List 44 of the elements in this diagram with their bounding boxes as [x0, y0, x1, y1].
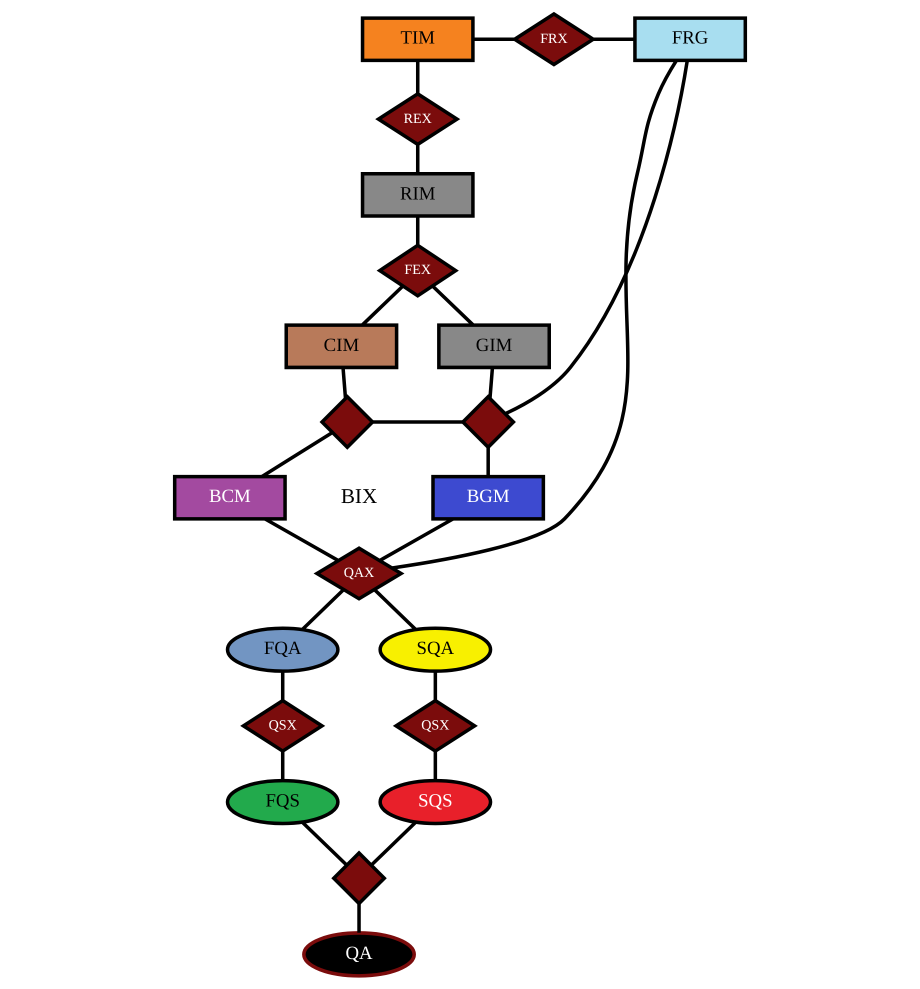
connector: [593, 37, 635, 41]
connector: [392, 59, 678, 570]
connector: [260, 430, 334, 478]
connector: [434, 670, 438, 700]
connector: [301, 820, 348, 866]
connector: [373, 588, 417, 630]
node-diamond: QSX: [240, 698, 326, 753]
node-box: FRG: [633, 16, 748, 62]
connector: [372, 420, 463, 424]
connector: [488, 366, 494, 398]
connector: [280, 750, 284, 780]
node-ellipse: SQS: [378, 778, 492, 825]
node-box: GIM: [437, 322, 551, 369]
connector: [486, 447, 490, 476]
node-ellipse: FQA: [226, 626, 340, 672]
node-diamond: [460, 394, 516, 450]
connector: [416, 144, 420, 173]
connector: [416, 60, 420, 94]
node-box: BCM: [172, 474, 287, 520]
node-diamond: FEX: [376, 242, 459, 298]
node-ellipse: SQA: [378, 626, 492, 672]
connector: [357, 903, 361, 932]
node-box: TIM: [360, 16, 475, 62]
node-box: RIM: [360, 171, 475, 218]
node-box: CIM: [284, 322, 398, 369]
node-diamond: [331, 850, 387, 906]
label: BIX: [340, 483, 378, 508]
connector: [416, 216, 420, 245]
connector: [370, 820, 417, 866]
node-diamond: REX: [375, 91, 460, 146]
connector: [473, 37, 515, 41]
connector: [434, 750, 438, 780]
node-diamond: [320, 394, 376, 450]
connector: [432, 284, 474, 326]
node-ellipse: FQS: [226, 778, 340, 825]
connector: [504, 60, 689, 415]
connector: [361, 284, 404, 326]
node-diamond: QAX: [314, 546, 404, 600]
node-diamond: QSX: [392, 698, 478, 753]
connector: [341, 366, 348, 398]
node-box: BGM: [431, 474, 546, 520]
node-ellipse: QA: [302, 930, 416, 978]
connector: [280, 670, 284, 700]
connector: [301, 588, 345, 630]
